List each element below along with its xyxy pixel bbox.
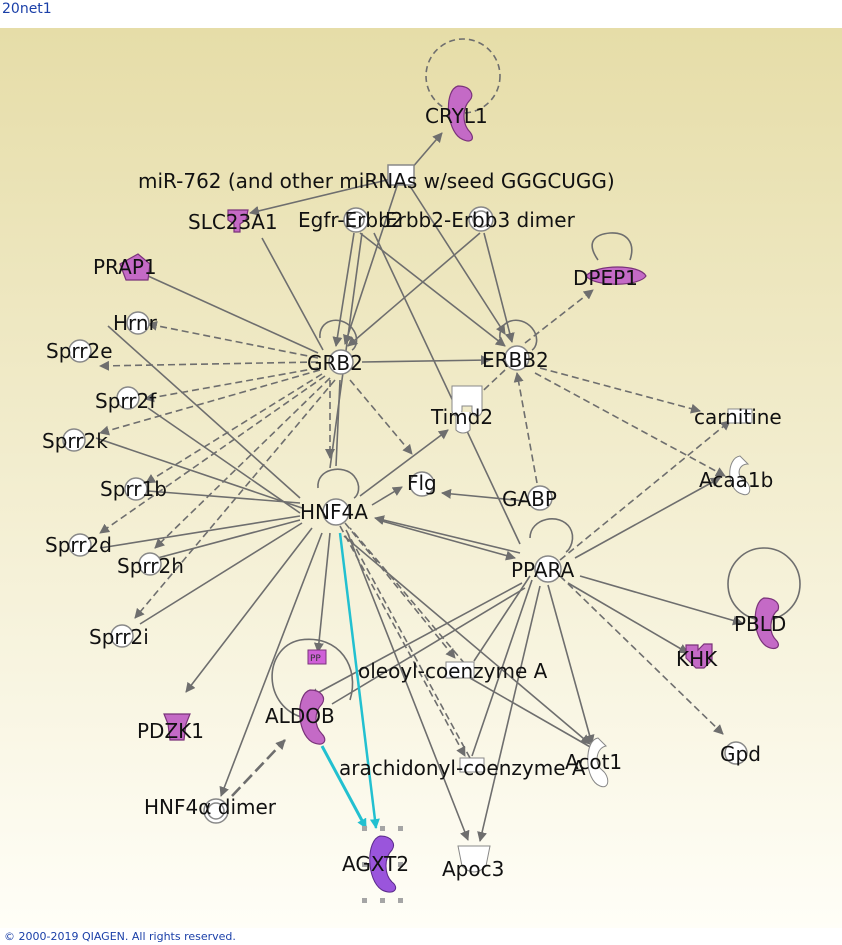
node-slc23a1 bbox=[227, 209, 249, 233]
node-sprr2h bbox=[138, 552, 162, 576]
network-title: 20net1 bbox=[2, 1, 52, 17]
label-khk: KHK bbox=[676, 647, 718, 671]
node-pdzk1 bbox=[163, 713, 191, 741]
label-agxt2: AGXT2 bbox=[342, 852, 409, 876]
label-prap1: PRAP1 bbox=[93, 255, 157, 279]
label-aldob: ALDOB bbox=[265, 704, 335, 728]
node-ppara bbox=[534, 555, 562, 583]
label-arachidonyl-coenzyme: arachidonyl-coenzyme A bbox=[339, 756, 586, 780]
label-hrnr: Hrnr bbox=[113, 311, 158, 335]
label-cryl1: CRYL1 bbox=[425, 104, 488, 128]
node-cryl1 bbox=[447, 85, 473, 142]
label-flg: Flg bbox=[407, 471, 437, 495]
node-mir762[interactable] bbox=[387, 164, 415, 186]
label-sprr2f: Sprr2f bbox=[95, 389, 157, 413]
label-gpd: Gpd bbox=[720, 742, 761, 766]
node-grb2 bbox=[328, 349, 354, 375]
node-hnf4a bbox=[322, 498, 350, 526]
node-acot1[interactable] bbox=[587, 737, 609, 788]
label-erbb2-erbb3: Erbb2-Erbb3 dimer bbox=[385, 208, 576, 232]
highlighted-molecules[interactable] bbox=[119, 85, 780, 745]
label-hnf4a: HNF4A bbox=[300, 500, 368, 524]
pp-badge-text: PP bbox=[310, 654, 321, 664]
edge-dpep1-self bbox=[591, 232, 633, 261]
label-sprr2d: Sprr2d bbox=[45, 533, 112, 557]
label-acot1: Acot1 bbox=[565, 750, 622, 774]
node-sprr2k bbox=[62, 428, 86, 452]
label-egfr-erbb2: Egfr-Erbb2 bbox=[298, 208, 404, 232]
edge-cryl1-self bbox=[425, 38, 501, 114]
edge-hnf4a-self bbox=[317, 468, 360, 499]
label-acaa1b: Acaa1b bbox=[699, 468, 773, 492]
label-sprr2h: Sprr2h bbox=[117, 554, 184, 578]
node-sprr2d bbox=[68, 533, 92, 557]
label-erbb2: ERBB2 bbox=[482, 348, 549, 372]
node-apoc3[interactable] bbox=[457, 845, 491, 873]
copyright-notice: © 2000-2019 QIAGEN. All rights reserved. bbox=[4, 930, 236, 943]
node-prap1 bbox=[119, 253, 151, 281]
gene-nodes[interactable] bbox=[62, 311, 748, 765]
edges bbox=[95, 38, 801, 842]
label-carnitine: carnitine bbox=[694, 405, 782, 429]
label-slc23a1: SLC23A1 bbox=[188, 210, 278, 234]
label-sprr2i: Sprr2i bbox=[89, 625, 149, 649]
node-aldob bbox=[299, 689, 326, 745]
label-sprr2e: Sprr2e bbox=[46, 339, 113, 363]
node-sprr2e bbox=[68, 339, 92, 363]
label-sprr1b: Sprr1b bbox=[100, 477, 167, 501]
node-acaa1b[interactable] bbox=[729, 455, 751, 496]
node-timd2[interactable] bbox=[451, 385, 483, 417]
node-sprr2i bbox=[110, 624, 134, 648]
label-pdzk1: PDZK1 bbox=[137, 719, 204, 743]
node-khk bbox=[685, 643, 713, 669]
label-sprr2k: Sprr2k bbox=[42, 429, 108, 453]
label-gabp: GABP bbox=[502, 487, 557, 511]
label-mir762: miR-762 (and other miRNAs w/seed GGGCUGG… bbox=[138, 169, 615, 193]
node-sprr2f bbox=[116, 386, 140, 410]
node-labels: CRYL1 miR-762 (and other miRNAs w/seed G… bbox=[42, 104, 786, 881]
label-oleoyl-coenzyme: oleoyl-coenzyme A bbox=[358, 659, 548, 683]
node-flg bbox=[409, 471, 435, 497]
complex-nodes[interactable] bbox=[203, 206, 553, 824]
node-agxt2-selected[interactable] bbox=[362, 826, 403, 903]
node-hrnr bbox=[126, 311, 150, 335]
label-dpep1: DPEP1 bbox=[573, 266, 638, 290]
edge-ppara-self bbox=[529, 518, 574, 553]
node-sprr1b bbox=[124, 477, 148, 501]
node-oleoyl-coenzyme[interactable] bbox=[445, 661, 475, 679]
label-apoc3: Apoc3 bbox=[442, 857, 504, 881]
pathway-network-canvas[interactable]: PP CRYL1 miR-762 (and other miRNAs w/see… bbox=[0, 28, 842, 928]
highlight-edges bbox=[320, 532, 380, 829]
node-pbld bbox=[754, 597, 780, 650]
edge-aldob-self bbox=[271, 638, 354, 719]
node-erbb2 bbox=[504, 345, 530, 371]
node-carnitine[interactable] bbox=[727, 408, 753, 424]
label-hnf4a-dimer: HNF4α dimer bbox=[144, 795, 277, 819]
node-gpd bbox=[724, 741, 748, 765]
label-ppara: PPARA bbox=[511, 558, 575, 582]
label-pbld: PBLD bbox=[734, 612, 786, 636]
pp-badge bbox=[307, 649, 327, 665]
node-dpep1 bbox=[585, 266, 647, 285]
label-timd2: Timd2 bbox=[430, 405, 493, 429]
label-grb2: GRB2 bbox=[307, 351, 363, 375]
node-arachidonyl-coenzyme[interactable] bbox=[459, 757, 485, 773]
